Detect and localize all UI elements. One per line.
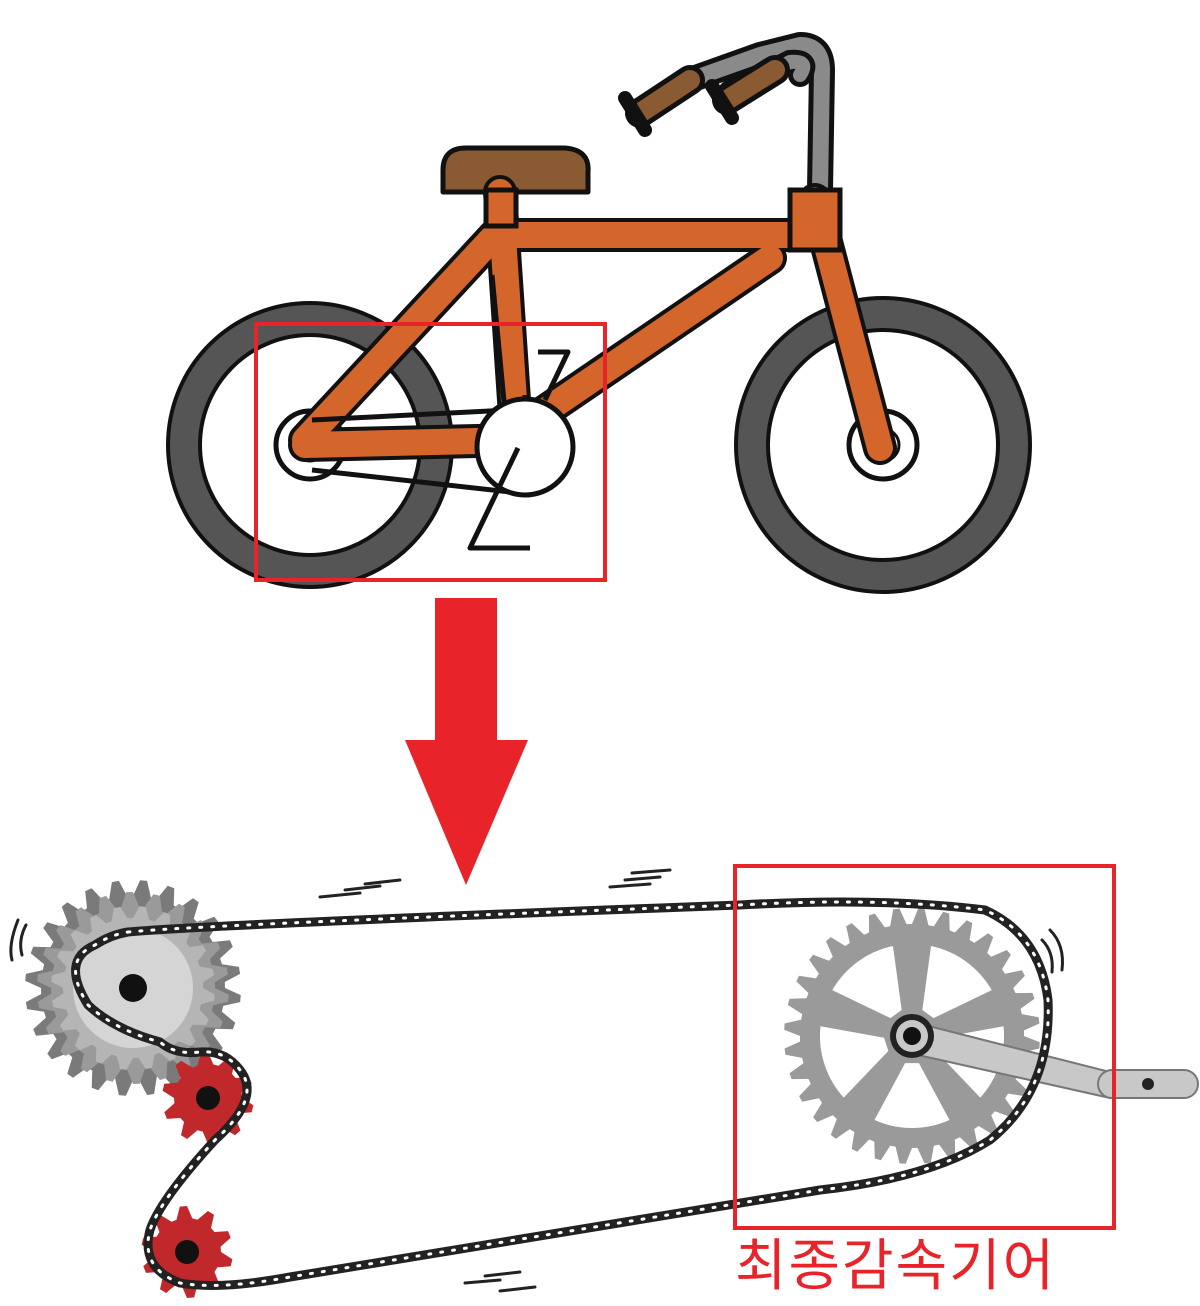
chainring-hole: [820, 1026, 889, 1098]
motion-lines: [9, 868, 1064, 1293]
idler-pulley-icon: [141, 1052, 254, 1298]
crank-arm-icon: [890, 1014, 1199, 1100]
highlight-box-chainring: [733, 864, 1116, 1230]
handlebar: [618, 32, 835, 203]
grip-right: [705, 55, 790, 125]
frame: [288, 175, 897, 465]
bicycle-icon: [166, 32, 1032, 594]
saddle: [440, 145, 591, 195]
grip-left: [618, 65, 705, 137]
caption-label: 최종감속기어: [735, 1234, 1057, 1299]
chain-drivetrain-icon: [9, 868, 1199, 1298]
bicycle-chain: [311, 407, 511, 495]
bicycle-chainring: [467, 349, 576, 551]
highlight-box-bicycle: [254, 322, 607, 582]
chain: [71, 897, 1053, 1290]
chainring-hole: [922, 945, 992, 1019]
down-arrow-icon: [405, 598, 528, 885]
chainring-hole: [874, 1063, 950, 1129]
chainring-hole: [832, 945, 902, 1019]
